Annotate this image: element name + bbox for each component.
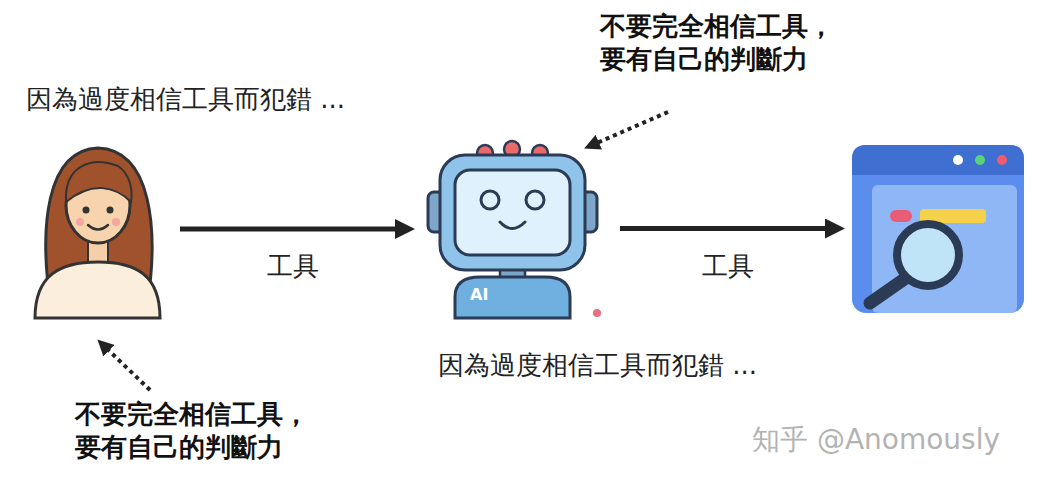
- node-caption: 因為過度相信工具而犯錯 ...: [26, 84, 345, 115]
- chest-label: AI: [470, 285, 488, 304]
- search-window-icon: [852, 145, 1024, 313]
- tool-arrow: [620, 226, 835, 231]
- cursor-dot: [593, 309, 601, 317]
- edge-label: 工具: [264, 251, 322, 282]
- advice-callout: 不要完全相信工具， 要有自己的判斷力: [600, 10, 844, 75]
- tool-arrow: [180, 227, 405, 232]
- edge-label: 工具: [699, 251, 757, 282]
- watermark: 知乎 @Anomously: [752, 422, 1000, 457]
- search-node: [850, 140, 1028, 318]
- leader-arrow: [102, 344, 150, 390]
- woman-icon: [35, 148, 160, 318]
- leader-arrow: [590, 112, 668, 146]
- robot-icon: [428, 141, 597, 318]
- node-caption: 因為過度相信工具而犯錯 ...: [438, 350, 757, 381]
- advice-callout: 不要完全相信工具， 要有自己的判斷力: [75, 398, 319, 463]
- person-node: 因為過度相信工具而犯錯 ...: [30, 140, 165, 320]
- robot-node: AI因為過度相信工具而犯錯 ...: [420, 138, 605, 318]
